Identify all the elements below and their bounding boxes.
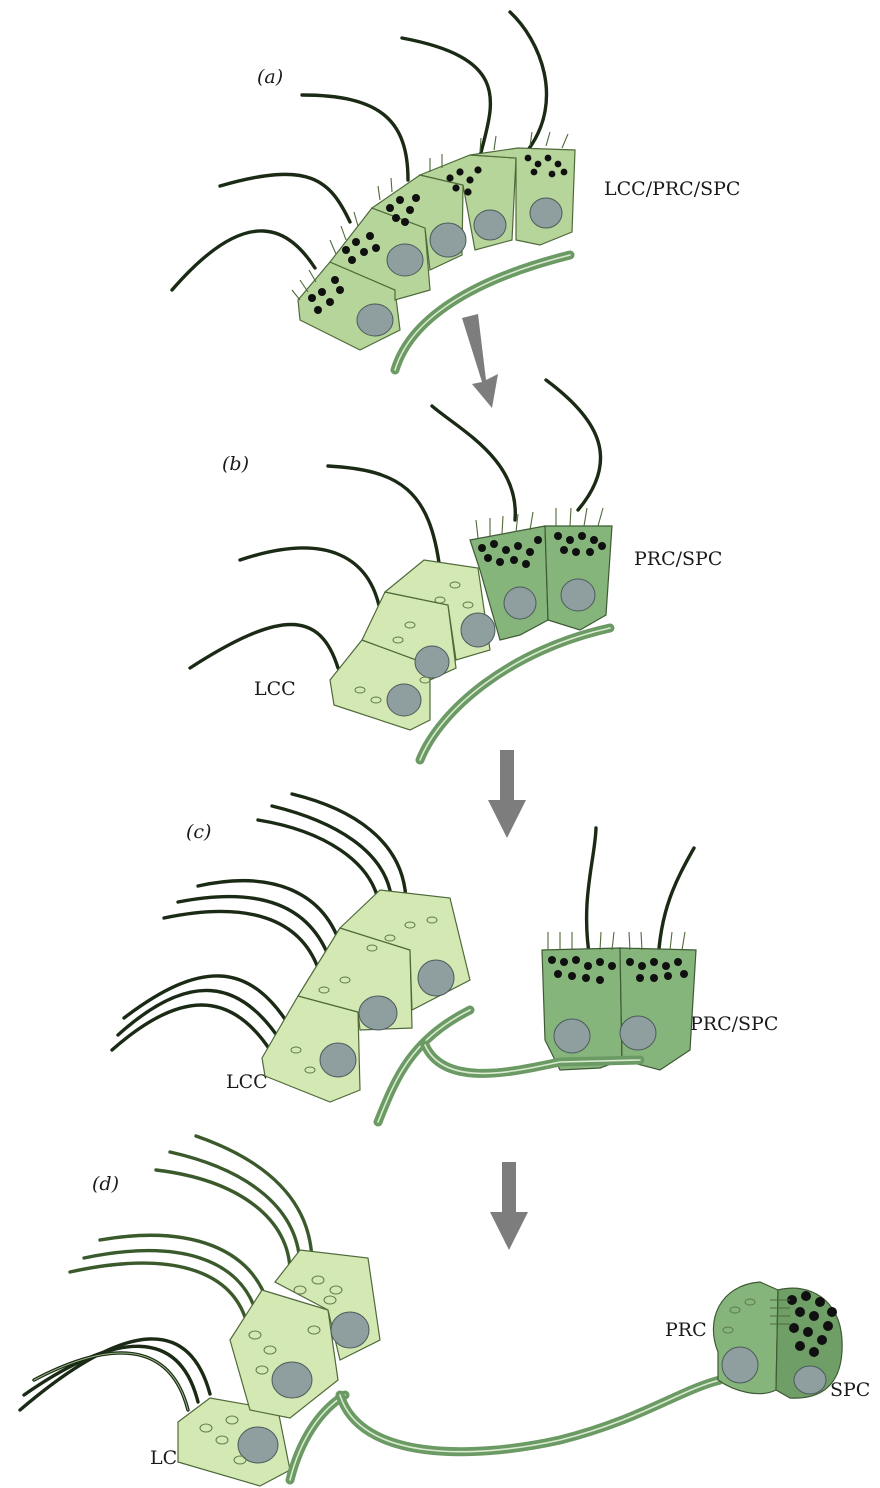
panel-b-cell-label-lcc: LCC [254, 678, 296, 700]
panel-c-cell-label-prc-spc: PRC/SPC [690, 1013, 778, 1035]
panel-d-cell-label-prc: PRC [665, 1319, 707, 1341]
panel-a-label: (a) [257, 66, 283, 88]
panel-c-microvilli [548, 932, 685, 950]
panel-c: (c) PRC/SPC LCC [112, 794, 778, 1122]
panel-d: (d) PRC SPC LCC [20, 1136, 870, 1486]
panel-a-cell-label: LCC/PRC/SPC [604, 178, 740, 200]
panel-b-cell-5 [545, 526, 612, 630]
panel-d-label: (d) [92, 1173, 119, 1195]
panel-c-cell-label-lcc: LCC [226, 1071, 268, 1093]
panel-d-prc-spc-complex [713, 1282, 842, 1398]
transition-arrow-1 [462, 314, 498, 408]
panel-b-label: (b) [222, 453, 249, 475]
panel-c-cell-5 [620, 948, 696, 1070]
panel-b-cell-label-prc-spc: PRC/SPC [634, 548, 722, 570]
transition-arrow-2 [488, 750, 526, 838]
panel-d-cell-label-spc: SPC [830, 1379, 870, 1401]
panel-c-lcc-cells [262, 890, 470, 1102]
panel-c-prc-spc-cells [542, 948, 696, 1070]
panel-b: (b) PRC/SPC LCC [190, 380, 722, 760]
panel-d-cell-2 [230, 1290, 338, 1418]
panel-a-cells [298, 148, 575, 350]
transition-arrow-3 [490, 1162, 528, 1250]
panel-a: (a) LCC/PRC/SPC [172, 12, 740, 370]
panel-c-label: (c) [186, 821, 211, 843]
panel-d-lcc-cells [178, 1250, 380, 1486]
